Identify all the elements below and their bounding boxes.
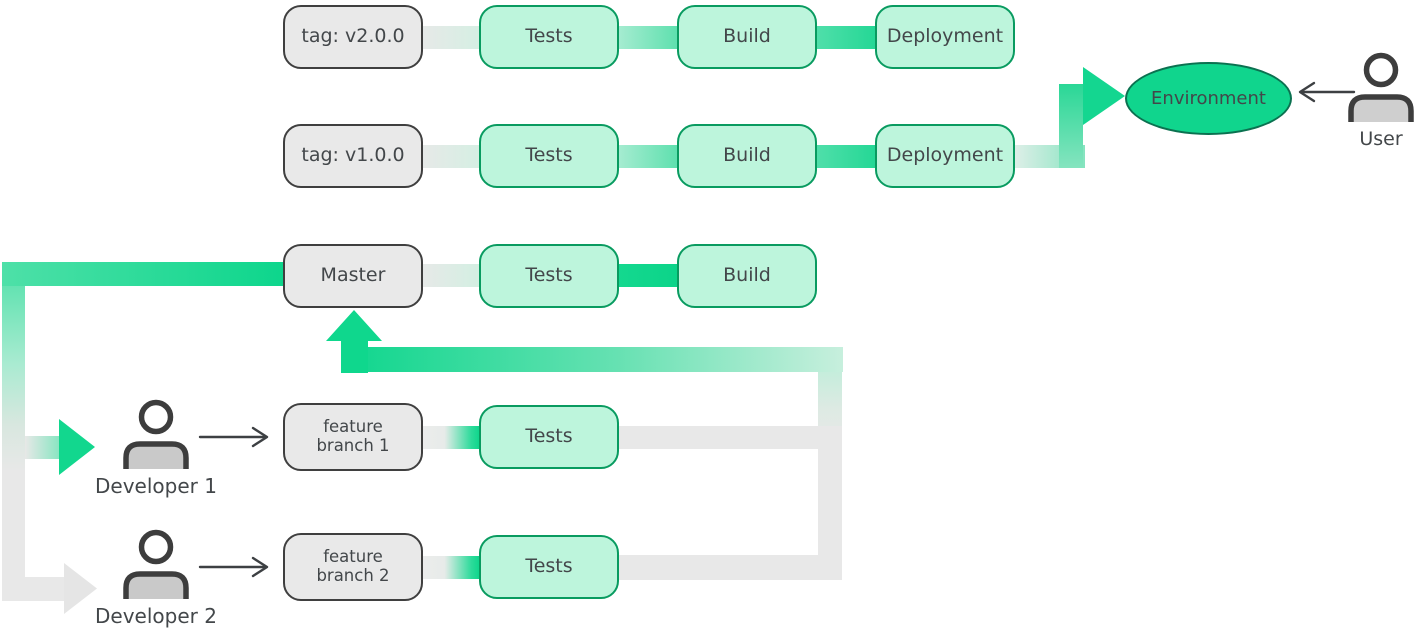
connector-loop-to-developer-2	[2, 577, 64, 601]
person-icon	[1348, 52, 1414, 122]
node-tag-v2: tag: v2.0.0	[283, 5, 423, 69]
node-deployment-v2: Deployment	[875, 5, 1015, 69]
node-master: Master	[283, 244, 423, 308]
person-icon	[123, 399, 189, 469]
node-build-v2: Build	[677, 5, 817, 69]
connector-master-to-loop	[2, 262, 283, 286]
node-label: Tests	[525, 25, 573, 48]
node-label: Build	[723, 264, 771, 287]
connector-merge-horizontal	[341, 347, 843, 372]
node-label: Environment	[1151, 88, 1266, 109]
connector-feature2-tests	[421, 556, 480, 579]
node-label: Deployment	[886, 144, 1004, 167]
node-label: Build	[723, 144, 771, 167]
node-label: Deployment	[886, 25, 1004, 48]
arrowhead-into-environment	[1083, 67, 1125, 125]
node-label: Tests	[525, 555, 573, 578]
connector-loop-to-developer-1	[25, 436, 59, 459]
connector-loop-right-vertical	[818, 360, 842, 580]
node-tests-feature-2: Tests	[479, 535, 619, 599]
developer-2-label: Developer 2	[95, 604, 217, 628]
node-tests-v2: Tests	[479, 5, 619, 69]
person-icon	[123, 529, 189, 599]
developer-1-label: Developer 1	[95, 474, 217, 498]
connector-tests-master-build	[618, 264, 678, 287]
node-tag-v1: tag: v1.0.0	[283, 124, 423, 188]
node-label: tag: v1.0.0	[301, 144, 405, 167]
connector-build-v2-deployment	[816, 26, 876, 49]
node-label: Tests	[525, 425, 573, 448]
node-label: Tests	[525, 144, 573, 167]
node-label: Tests	[525, 264, 573, 287]
connector-tests-f1-to-loop	[618, 426, 842, 449]
connector-loop-left-vertical	[2, 262, 25, 601]
connector-merge-stem	[341, 339, 368, 373]
node-deployment-v1: Deployment	[875, 124, 1015, 188]
arrow-developer-2-to-branch	[198, 556, 269, 578]
arrow-developer-1-to-branch	[198, 426, 269, 448]
user-label: User	[1359, 128, 1403, 150]
node-tests-master: Tests	[479, 244, 619, 308]
node-feature-branch-2: feature branch 2	[283, 533, 423, 601]
node-build-v1: Build	[677, 124, 817, 188]
connector-feature1-tests	[421, 426, 480, 449]
connector-build-v1-deployment	[816, 145, 876, 168]
node-tests-v1: Tests	[479, 124, 619, 188]
connector-tag-v2-tests	[421, 26, 480, 49]
connector-tests-f2-to-loop	[618, 555, 842, 580]
node-label: Build	[723, 25, 771, 48]
connector-deployment-env-vertical	[1059, 84, 1083, 168]
arrowhead-to-developer-1	[59, 419, 95, 475]
arrowhead-merge-into-master	[326, 310, 382, 341]
connector-tag-v1-tests	[421, 145, 480, 168]
arrow-user-to-environment	[1298, 81, 1356, 103]
node-label: tag: v2.0.0	[301, 25, 405, 48]
node-label: Master	[320, 264, 386, 287]
node-tests-feature-1: Tests	[479, 405, 619, 469]
node-environment: Environment	[1125, 62, 1292, 135]
node-feature-branch-1: feature branch 1	[283, 403, 423, 471]
node-label: feature branch 2	[316, 547, 390, 585]
connector-tests-v2-build	[618, 26, 678, 49]
node-build-master: Build	[677, 244, 817, 308]
connector-tests-v1-build	[618, 145, 678, 168]
node-label: feature branch 1	[316, 417, 390, 455]
connector-master-tests	[421, 264, 480, 287]
